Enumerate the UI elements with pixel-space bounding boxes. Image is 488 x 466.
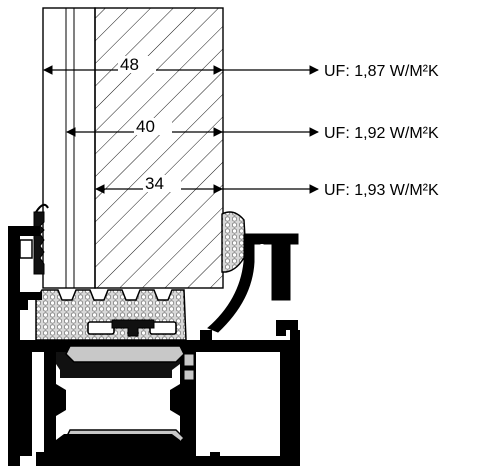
frame-left-top-hook	[8, 226, 40, 236]
outer-glazing-gasket	[33, 211, 45, 275]
dimension-label-48: 48	[120, 55, 139, 74]
right-chamber-clip	[184, 330, 230, 352]
screw-port-right	[172, 388, 180, 396]
frame-left-inner-lip	[20, 292, 42, 310]
outer-frame-profile	[8, 226, 50, 466]
sash-bottom-seal	[35, 289, 187, 341]
uf-value-40: UF: 1,92 W/M²K	[324, 125, 439, 142]
frame-left-wall	[8, 232, 20, 466]
glazing-bead-hook	[276, 320, 298, 336]
frame-chambers	[44, 330, 300, 466]
thermal-break-slot-left	[87, 321, 115, 335]
screw-port-left	[56, 388, 64, 396]
glazing-unit	[42, 7, 224, 289]
frame-right-upright	[290, 330, 300, 466]
main-chamber-bottom-clip	[56, 434, 180, 456]
sash-infill-hatched	[94, 7, 224, 289]
outer-gasket-lip	[35, 203, 49, 213]
glazing-bead-arc	[223, 243, 264, 332]
thermal-break-connector	[111, 319, 155, 337]
dimension-lines: 48 40 34 UF: 1,87 W/M²K UF: 1,92 W/M²K U…	[43, 55, 439, 199]
right-chamber-gasket-lower	[183, 369, 195, 381]
inner-glazing-gasket	[221, 211, 247, 273]
dimension-label-40: 40	[136, 117, 155, 136]
frame-lower-foot-right	[210, 452, 220, 466]
frame-top-gasket-small	[19, 239, 33, 259]
thermal-strip-top	[65, 345, 185, 363]
main-chamber-top-clip	[56, 352, 180, 378]
uf-value-34: UF: 1,93 W/M²K	[324, 182, 439, 199]
frame-lower-foot-mid	[186, 452, 196, 466]
uf-value-48: UF: 1,87 W/M²K	[324, 63, 439, 80]
frame-left-lower	[20, 340, 50, 456]
glazing-bead	[207, 233, 299, 336]
glass-pane-outer	[42, 7, 96, 289]
glazing-bead-profile	[207, 233, 299, 333]
dimension-label-34: 34	[145, 174, 164, 193]
frame-right-wall	[290, 330, 300, 466]
right-chamber-gasket	[183, 353, 195, 367]
